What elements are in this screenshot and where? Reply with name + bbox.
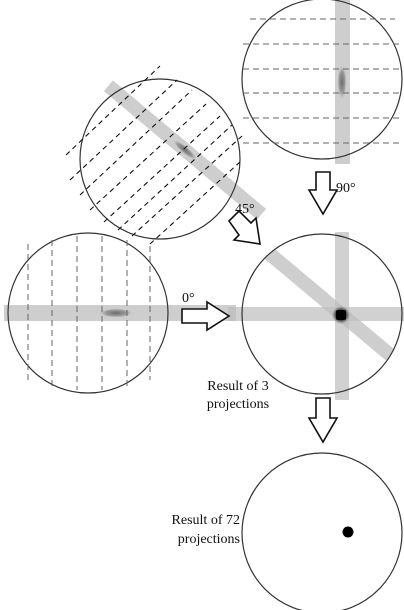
angle-0-label: 0° xyxy=(182,291,195,306)
projection-0-circle xyxy=(7,232,169,394)
arrow-right-icon xyxy=(181,300,231,332)
reconstruction-point xyxy=(342,526,354,538)
projection-45-circle xyxy=(79,78,241,240)
result-3-label-line2: projections xyxy=(207,397,269,412)
projection-0-lines xyxy=(27,236,151,390)
arrow-45 xyxy=(227,209,261,245)
projection-0-panel xyxy=(4,232,236,394)
smear-core xyxy=(337,64,347,100)
result-72-label-line1: Result of 72 xyxy=(172,513,240,528)
result-72-panel xyxy=(241,452,403,610)
arrow-down-icon xyxy=(307,397,339,444)
smear-core xyxy=(172,139,198,161)
overlap-horizontal xyxy=(228,307,404,321)
projection-45-lines xyxy=(65,65,243,245)
angle-45-label: 45° xyxy=(235,202,255,217)
result-3-circle xyxy=(241,233,403,395)
result-3-panel xyxy=(228,232,404,400)
projection-90-circle xyxy=(241,0,403,160)
projection-90-lines xyxy=(243,18,400,144)
arrow-90 xyxy=(307,171,339,216)
projection-45-panel xyxy=(65,65,267,245)
reconstruction-center xyxy=(336,310,346,320)
arrow-diagonal-icon xyxy=(227,209,261,245)
projection-90-panel xyxy=(241,0,403,164)
result-72-label-line2: projections xyxy=(178,532,240,547)
arrow-down-icon xyxy=(307,171,339,216)
result-3-label-line1: Result of 3 xyxy=(207,379,268,394)
arrow-0 xyxy=(181,300,231,332)
result-72-circle xyxy=(241,452,403,610)
arrow-result xyxy=(307,397,339,444)
angle-90-label: 90° xyxy=(336,181,356,196)
smear-core xyxy=(98,308,134,318)
